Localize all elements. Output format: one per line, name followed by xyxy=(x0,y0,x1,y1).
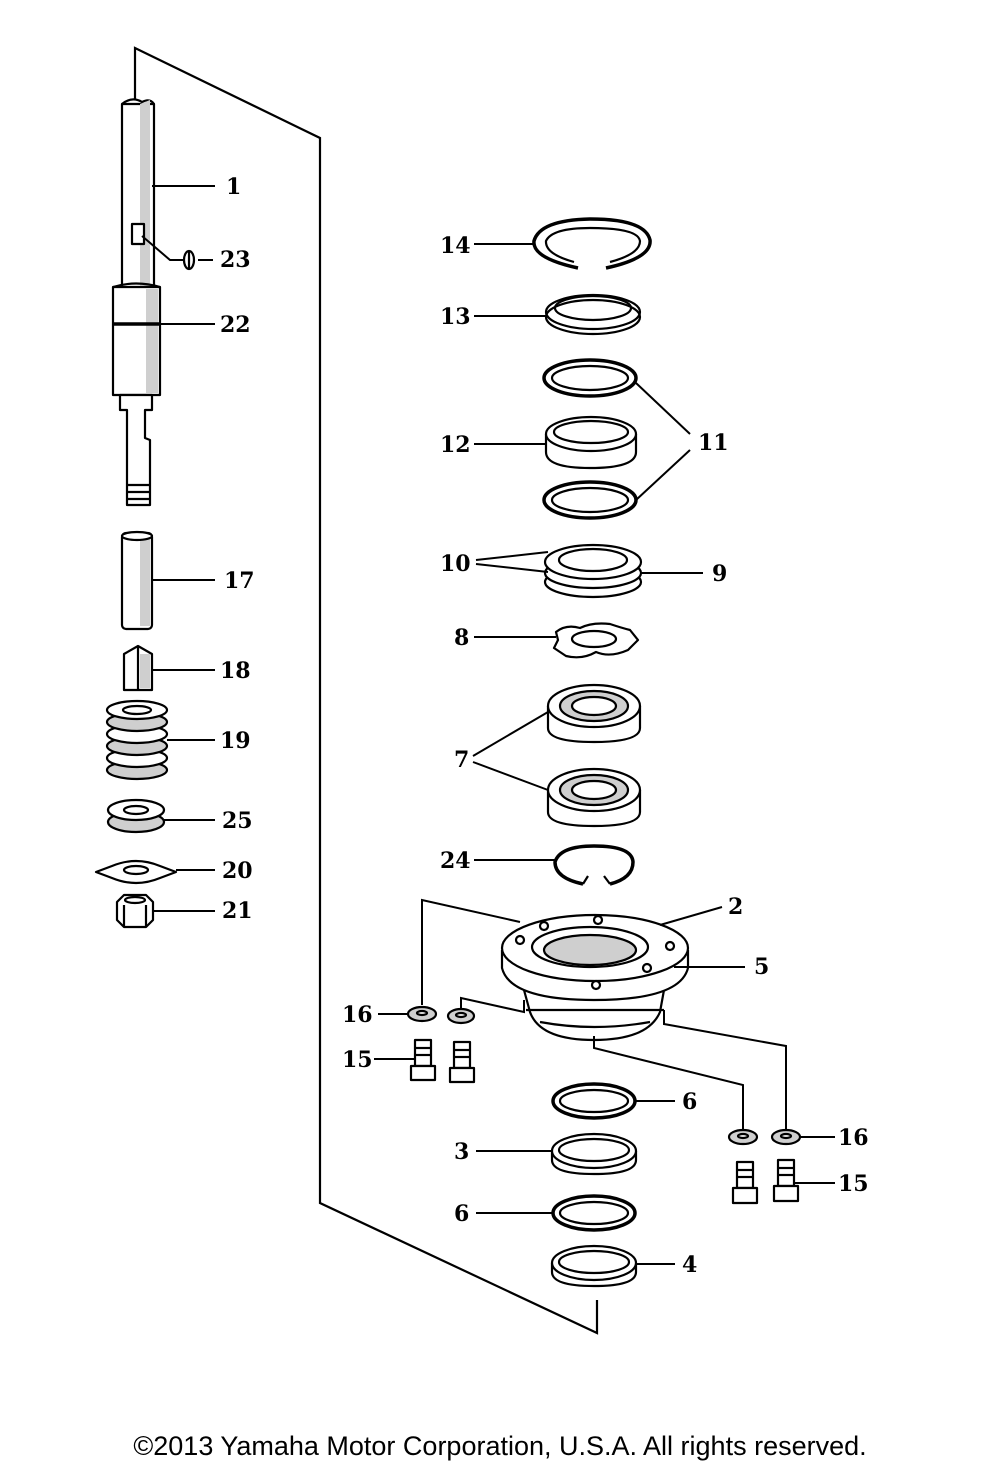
callout-4: 4 xyxy=(682,1252,697,1278)
callout-19: 19 xyxy=(220,728,251,754)
part-17-pin xyxy=(120,530,154,631)
callout-20: 20 xyxy=(222,858,253,884)
part-23-key xyxy=(182,249,196,271)
part-21-nut xyxy=(115,893,155,929)
part-6-seal-upper xyxy=(551,1082,637,1120)
part-24-circlip xyxy=(553,844,635,886)
part-15-bolt-a xyxy=(409,1038,437,1082)
part-11-seal-upper xyxy=(542,358,638,398)
left-leader-lines xyxy=(141,185,215,912)
part-12-sleeve xyxy=(544,415,638,470)
part-8-lockwasher xyxy=(552,622,640,659)
callout-15-right: 15 xyxy=(838,1171,869,1197)
part-3-sleeve xyxy=(550,1132,638,1176)
part-11-seal-lower xyxy=(542,480,638,520)
callout-5: 5 xyxy=(754,954,769,980)
part-15-bolt-d xyxy=(772,1158,800,1203)
callout-15-left: 15 xyxy=(342,1047,373,1073)
callout-2: 2 xyxy=(728,894,743,920)
part-1-shaft-lower xyxy=(118,393,154,507)
part-25-washer xyxy=(106,798,166,834)
callout-23: 23 xyxy=(220,247,251,273)
assembly-frame xyxy=(133,46,599,1335)
part-7-bearing-upper xyxy=(546,683,642,744)
copyright-notice: ©2013 Yamaha Motor Corporation, U.S.A. A… xyxy=(133,1431,867,1461)
callout-16-right: 16 xyxy=(838,1125,869,1151)
part-16-washer-d xyxy=(770,1128,802,1146)
callout-7: 7 xyxy=(454,747,469,773)
part-1-shaft xyxy=(120,98,156,292)
callout-3: 3 xyxy=(454,1139,469,1165)
part-6-seal-lower xyxy=(551,1194,637,1232)
callout-17: 17 xyxy=(224,568,255,594)
right-leader-lines xyxy=(374,243,835,1265)
part-2-housing xyxy=(500,913,690,1042)
part-16-washer-b xyxy=(446,1007,476,1025)
part-22-bushing xyxy=(111,282,162,397)
callout-8: 8 xyxy=(454,625,469,651)
part-16-washer-a xyxy=(406,1005,438,1023)
callout-labels: 1 23 22 17 18 19 25 20 21 14 13 12 11 10… xyxy=(220,174,869,1278)
callout-16-left: 16 xyxy=(342,1002,373,1028)
bolt-alignment-lines xyxy=(421,898,787,1130)
callout-12: 12 xyxy=(440,432,471,458)
part-19-spring xyxy=(105,699,169,781)
part-20-wing-washer xyxy=(94,859,178,885)
part-18-clip xyxy=(122,644,154,692)
callout-18: 18 xyxy=(220,658,251,684)
part-16-washer-c xyxy=(727,1128,759,1146)
callout-10: 10 xyxy=(440,551,471,577)
callout-13: 13 xyxy=(440,304,471,330)
callout-24: 24 xyxy=(440,848,471,874)
callout-9: 9 xyxy=(712,561,727,587)
callout-22: 22 xyxy=(220,312,251,338)
part-15-bolt-b xyxy=(448,1040,476,1084)
callout-11: 11 xyxy=(698,430,729,456)
callout-25: 25 xyxy=(222,808,253,834)
part-9-10-seal-set xyxy=(543,543,643,599)
part-7-bearing-lower xyxy=(546,767,642,828)
callout-6-upper: 6 xyxy=(682,1089,697,1115)
part-15-bolt-c xyxy=(731,1160,759,1205)
part-4-ring xyxy=(550,1244,638,1288)
callout-6-lower: 6 xyxy=(454,1201,469,1227)
part-13-ring xyxy=(544,293,642,336)
callout-14: 14 xyxy=(440,233,471,259)
callout-1: 1 xyxy=(226,174,241,200)
callout-21: 21 xyxy=(222,898,253,924)
part-14-circlip xyxy=(532,217,652,270)
